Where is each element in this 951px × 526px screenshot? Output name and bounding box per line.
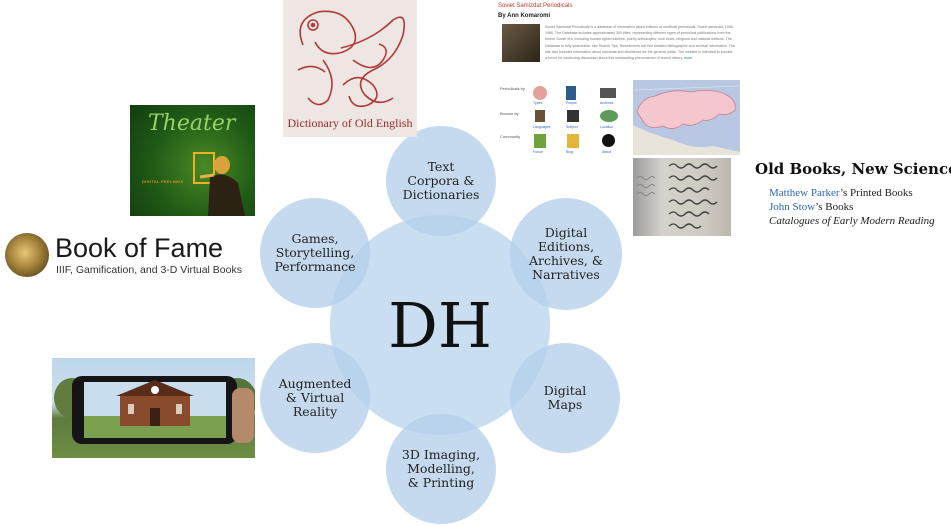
soviet-title-link[interactable]: Soviet Samizdat Periodicals	[498, 3, 573, 9]
soviet-icon-label-blog: Blog	[566, 150, 574, 154]
book-of-fame-subtitle: IIIF, Gamification, and 3-D Virtual Book…	[56, 264, 242, 276]
old-books-line-catalogues: Catalogues of Early Modern Reading	[769, 215, 935, 227]
old-books-line-parker: Matthew Parker’s Printed Books	[769, 187, 913, 199]
theater-figure-illustration	[193, 152, 245, 216]
types-icon[interactable]	[533, 86, 547, 100]
old-books-title: Old Books, New Science	[755, 160, 951, 178]
theater-title: Theater	[148, 111, 236, 136]
handwriting-illustration	[636, 163, 718, 229]
old-books-line-stow: John Stow’s Books	[769, 201, 853, 213]
people-icon[interactable]	[566, 86, 576, 100]
soviet-author: By Ann Komaromi	[498, 13, 551, 19]
dictionary-label: Dictionary of Old English	[287, 116, 413, 130]
soviet-icon-label-types: Types	[533, 101, 543, 105]
archives-icon[interactable]	[600, 88, 616, 98]
soviet-group-label-periodicals: Periodicals by	[500, 86, 525, 91]
book-of-fame-title: Book of Fame	[55, 233, 224, 263]
soviet-description: Soviet Samizdat Periodicals is a databas…	[545, 25, 735, 61]
petal-digital-maps: Digital Maps	[510, 343, 620, 453]
blog-icon[interactable]	[567, 134, 579, 148]
soviet-more-link[interactable]: more	[683, 56, 693, 61]
old-books-line-parker-rest: ’s Printed Books	[839, 187, 913, 199]
old-books-line-stow-rest: ’s Books	[815, 201, 854, 213]
knotwork-beast-illustration	[297, 10, 406, 108]
ar-phone-photo	[52, 358, 255, 458]
soviet-group-label-browse: Browse by	[500, 111, 519, 116]
petal-3d-imaging: 3D Imaging, Modelling, & Printing	[386, 414, 496, 524]
soviet-icon-label-people: People	[566, 101, 577, 105]
location-icon[interactable]	[600, 110, 618, 122]
soviet-group-label-community: Community	[500, 134, 521, 139]
manuscript-image	[633, 158, 731, 236]
about-icon[interactable]	[602, 134, 615, 147]
soviet-icon-label-languages: Languages	[533, 125, 551, 129]
petal-augmented-reality: Augmented & Virtual Reality	[260, 343, 370, 453]
theater-cover: Theater DIGITAL FEELINGS	[130, 105, 255, 216]
matthew-parker-link[interactable]: Matthew Parker	[769, 187, 840, 199]
book-of-fame-logo	[5, 233, 49, 277]
soviet-typewriter-thumb	[502, 24, 540, 62]
subject-icon[interactable]	[567, 110, 579, 122]
john-stow-link[interactable]: John Stow	[769, 201, 816, 213]
map-illustration	[633, 85, 740, 155]
forum-icon[interactable]	[534, 134, 546, 148]
soviet-icon-label-location: Location	[600, 125, 614, 129]
soviet-union-map[interactable]	[633, 80, 740, 155]
soviet-icon-label-archives: Archives	[600, 101, 614, 105]
languages-icon[interactable]	[535, 110, 545, 122]
petal-games-storytelling: Games, Storytelling, Performance	[260, 198, 370, 308]
soviet-icon-label-subject: Subject	[566, 125, 578, 129]
dictionary-cover: Dictionary of Old English	[283, 0, 417, 137]
petal-text-corpora: Text Corpora & Dictionaries	[386, 126, 496, 236]
soviet-icon-label-about: About	[602, 150, 612, 154]
phone-church-illustration	[54, 376, 255, 444]
soviet-icon-label-forum: Forum	[533, 150, 544, 154]
theater-subtitle: DIGITAL FEELINGS	[142, 179, 184, 184]
petal-digital-editions: Digital Editions, Archives, & Narratives	[510, 198, 622, 310]
